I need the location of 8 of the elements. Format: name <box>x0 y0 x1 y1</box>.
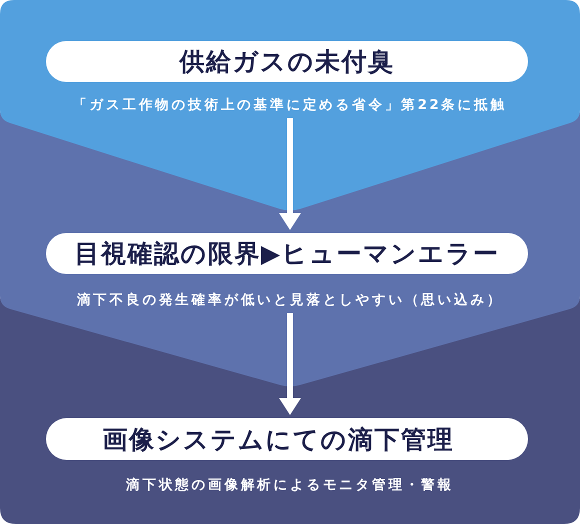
arrow <box>279 313 301 415</box>
description-text: 滴下不良の発生確率が低いと見落としやすい（思い込み） <box>76 290 504 310</box>
title-pill: 画像システムにての滴下管理 <box>46 418 528 460</box>
title-pill: 供給ガスの未付臭 <box>46 41 528 82</box>
description-text: 「ガス工作物の技術上の基準に定める省令」第22条に抵触 <box>73 95 507 115</box>
description-text: 滴下状態の画像解析によるモニタ管理・警報 <box>126 475 454 495</box>
arrow <box>279 118 301 230</box>
title-pill: 目視確認の限界▶ヒューマンエラー <box>46 233 528 274</box>
